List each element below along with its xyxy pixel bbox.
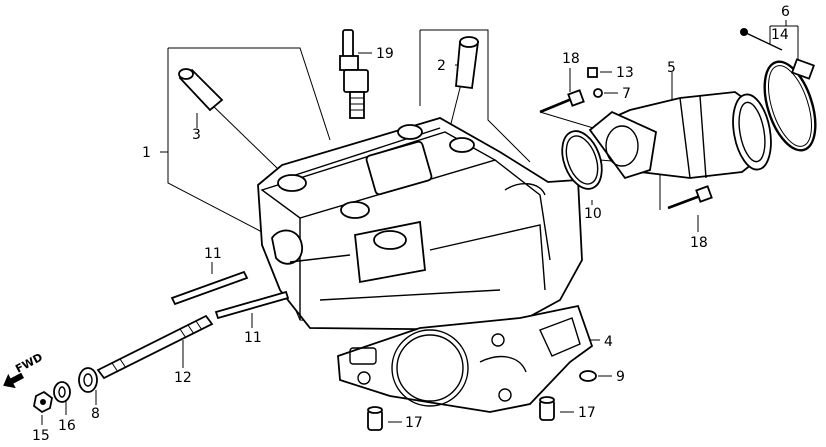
head-gasket — [337, 304, 594, 413]
label-7: 7 — [622, 86, 631, 102]
label-3: 3 — [192, 127, 201, 143]
label-19: 19 — [376, 46, 394, 62]
o-ring — [579, 370, 597, 382]
cylinder-head — [257, 117, 583, 331]
intake-pipe — [588, 91, 772, 180]
fwd-label: FWD — [13, 351, 45, 376]
label-18-bottom: 18 — [690, 235, 708, 251]
intake-gasket — [561, 130, 603, 190]
label-17-right: 17 — [578, 405, 596, 421]
label-11-upper: 11 — [204, 246, 222, 262]
label-11-lower: 11 — [244, 330, 262, 346]
stud-bolt — [96, 314, 214, 380]
label-10: 10 — [584, 206, 602, 222]
label-12: 12 — [174, 370, 192, 386]
label-9: 9 — [616, 369, 625, 385]
lower-dowels — [367, 396, 555, 431]
guide-pins — [170, 270, 290, 320]
label-2: 2 — [437, 58, 446, 74]
label-4: 4 — [604, 334, 613, 350]
washers-nut — [33, 367, 98, 414]
label-6: 6 — [781, 4, 790, 20]
label-14: 14 — [771, 27, 789, 43]
bolts-screws — [539, 67, 713, 210]
label-17-left: 17 — [405, 415, 423, 431]
label-18-top: 18 — [562, 51, 580, 67]
hose-clamp — [740, 28, 817, 152]
label-13: 13 — [616, 65, 634, 81]
label-5: 5 — [667, 60, 676, 76]
label-8: 8 — [91, 406, 100, 422]
forward-arrow-icon — [3, 372, 25, 389]
label-16: 16 — [58, 418, 76, 434]
label-1: 1 — [142, 145, 151, 161]
spark-plug — [339, 29, 369, 119]
label-15: 15 — [32, 428, 50, 444]
dowel-pins — [178, 36, 480, 112]
